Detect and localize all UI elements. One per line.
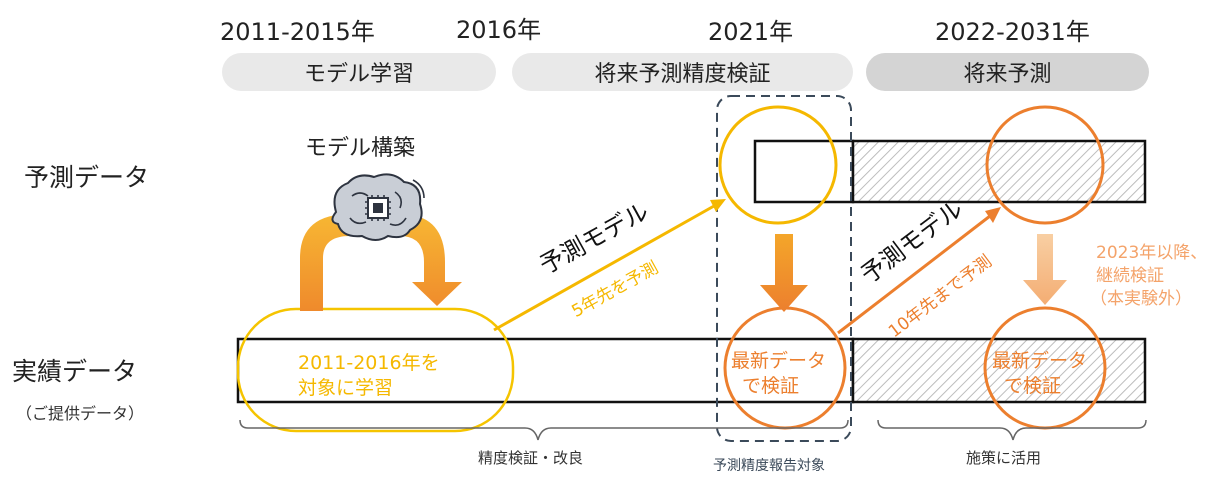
verify-future-line2: で検証 — [1004, 375, 1062, 397]
actual-bar — [236, 337, 855, 404]
train-text-line1: 2011-2016年を — [298, 352, 440, 374]
year-2016: 2016年 — [456, 16, 542, 44]
prediction-circle-future — [985, 105, 1105, 225]
verify-2021-line1: 最新データ — [731, 350, 827, 372]
down-arrow-future — [1023, 234, 1067, 305]
bracket-label-improve: 精度検証・改良 — [478, 449, 584, 467]
verify-future-line1: 最新データ — [992, 350, 1088, 372]
verify-2021-line2: で検証 — [742, 375, 800, 397]
phase-forecast: 将来予測 — [866, 53, 1149, 91]
brain-chip-icon — [331, 173, 425, 241]
model-arrow-1 — [493, 204, 715, 332]
prediction-circle-2021 — [718, 105, 838, 225]
row-label-actual: 実績データ — [12, 357, 138, 386]
verification-dashed-box — [716, 95, 852, 442]
year-2022-2031: 2022-2031年 — [935, 18, 1090, 46]
train-text-line2: 対象に学習 — [298, 377, 394, 399]
loop-arrow — [300, 214, 462, 311]
phase-accuracy-verification: 将来予測精度検証 — [512, 53, 853, 91]
phase-model-learning: モデル学習 — [222, 53, 496, 91]
model-build-label: モデル構築 — [305, 136, 416, 161]
bracket-label-report: 予測精度報告対象 — [713, 458, 825, 474]
bracket-apply — [877, 419, 1147, 441]
actual-bar-future — [851, 337, 1147, 404]
down-arrow-2021 — [760, 234, 808, 312]
row-label-prediction: 予測データ — [24, 163, 150, 192]
row-label-actual-sub: （ご提供データ） — [16, 404, 145, 423]
bracket-improve — [239, 419, 849, 441]
year-2011-2015: 2011-2015年 — [220, 18, 375, 46]
model-arrow-2 — [837, 214, 991, 335]
bracket-label-apply: 施策に活用 — [966, 449, 1042, 467]
continue-note-line1: 2023年以降、 — [1096, 243, 1208, 263]
prediction-bar — [753, 139, 855, 204]
continue-note-line3: （本実験外） — [1090, 289, 1192, 309]
year-2021: 2021年 — [708, 18, 794, 46]
continue-note-line2: 継続検証 — [1096, 266, 1164, 286]
training-outline — [236, 307, 515, 433]
